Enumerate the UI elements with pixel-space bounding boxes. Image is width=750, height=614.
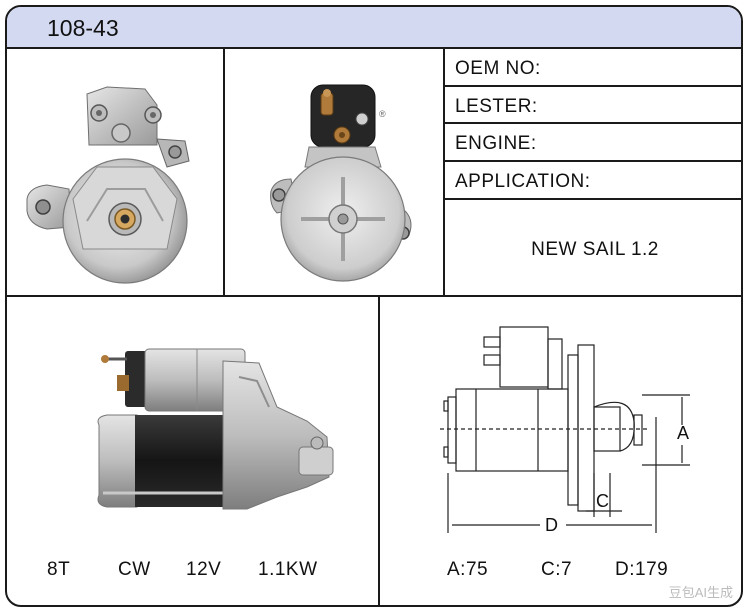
dim-c-label: C xyxy=(596,491,609,511)
application-row: APPLICATION: xyxy=(445,162,741,200)
svg-text:®: ® xyxy=(379,109,386,119)
divider xyxy=(378,295,380,605)
starter-rear-photo: ® xyxy=(225,49,443,295)
dimension-c: C:7 xyxy=(541,559,573,580)
dimension-a: A:75 xyxy=(447,559,489,580)
teeth-count: 8T xyxy=(47,559,71,580)
rotation: CW xyxy=(118,559,151,580)
engine-label: ENGINE: xyxy=(455,133,537,154)
divider xyxy=(7,295,741,297)
voltage: 12V xyxy=(186,559,222,580)
power: 1.1KW xyxy=(258,559,318,580)
lester-label: LESTER: xyxy=(455,96,538,117)
watermark: 豆包AI生成 xyxy=(668,585,733,600)
application-value: NEW SAIL 1.2 xyxy=(531,239,659,260)
part-number: 108-43 xyxy=(47,15,119,41)
starter-side-photo xyxy=(7,297,378,549)
dim-d-label: D xyxy=(545,515,558,535)
application-label: APPLICATION: xyxy=(455,171,591,192)
product-card: 108-43 xyxy=(5,5,743,607)
divider xyxy=(223,47,225,297)
engine-row: ENGINE: xyxy=(445,124,741,162)
oem-label: OEM NO: xyxy=(455,58,541,79)
starter-front-photo xyxy=(7,49,223,295)
lester-row: LESTER: xyxy=(445,87,741,124)
header-bar: 108-43 xyxy=(7,7,741,49)
dimension-d: D:179 xyxy=(615,559,669,580)
dimension-drawing: A C D xyxy=(380,297,741,549)
divider xyxy=(443,47,445,297)
oem-row: OEM NO: xyxy=(445,49,741,87)
dim-a-label: A xyxy=(677,423,689,443)
spec-table: OEM NO: LESTER: ENGINE: APPLICATION: NEW… xyxy=(445,49,741,295)
